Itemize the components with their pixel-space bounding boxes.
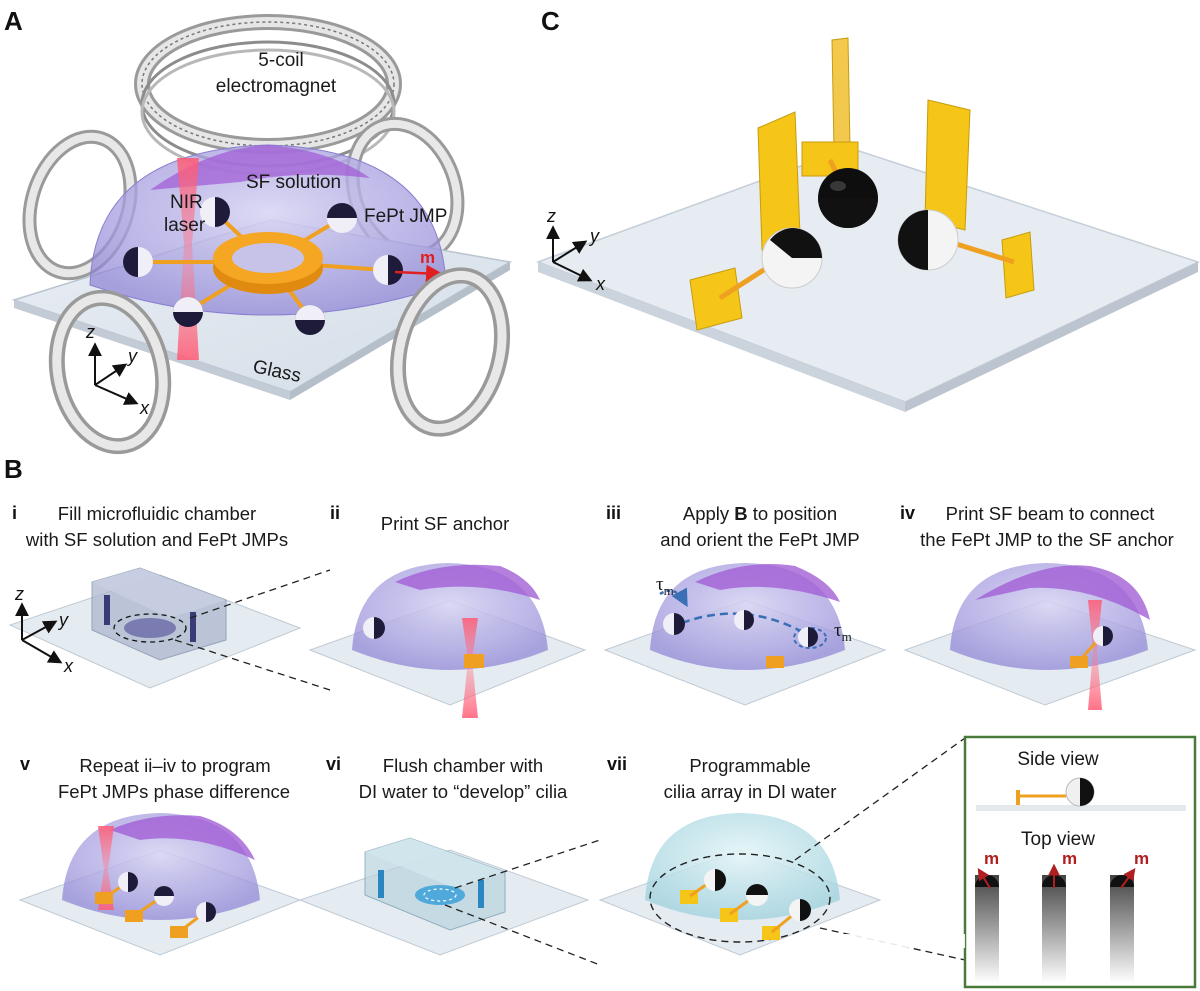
- step-iii-line2: and orient the FePt JMP: [660, 529, 860, 550]
- step-iv-line1: Print SF beam to connect: [946, 503, 1155, 524]
- step-i-line1: Fill microfluidic chamber: [58, 503, 256, 524]
- cilium-right: [897, 99, 1035, 299]
- electromagnet-label-line1: 5-coil: [258, 50, 303, 71]
- m-label-a: m: [420, 248, 435, 267]
- electromagnet-label-line2: electromagnet: [216, 76, 337, 97]
- step-vi-line2: DI water to “develop” cilia: [359, 781, 568, 802]
- sf-solution-dome: [89, 144, 447, 316]
- step-iii-numeral: iii: [606, 503, 621, 523]
- step-iv-scene: [903, 563, 1197, 710]
- step-iii-scene: [603, 563, 887, 706]
- m-label-inset-1: m: [984, 849, 999, 868]
- cilium-center: [801, 37, 878, 228]
- panel-a-letter: A: [4, 6, 23, 36]
- right-front-coil: [389, 267, 511, 437]
- panel-a: A 5-coil electromagnet: [4, 6, 513, 455]
- panel-b-letter: B: [4, 454, 23, 484]
- step-iv-line2: the FePt JMP to the SF anchor: [920, 529, 1174, 550]
- step-i-chamber: [8, 567, 331, 691]
- left-front-coil: [48, 289, 172, 455]
- magnetization-arrow: [394, 264, 444, 283]
- m-label-inset-2: m: [1062, 849, 1077, 868]
- step-i-numeral: i: [12, 503, 17, 523]
- axis-y-a: y: [126, 346, 138, 366]
- fept-jmp-particles: [123, 197, 403, 335]
- panel-b: B i Fill microfluidic chamber with SF so…: [4, 454, 1197, 989]
- axes-c: [546, 225, 593, 282]
- side-view-label: Side view: [1017, 749, 1099, 770]
- axes-b: [15, 602, 63, 664]
- step-v-line2: FePt JMPs phase difference: [58, 781, 290, 802]
- axis-y-c: y: [588, 226, 600, 246]
- torque-label-2: τm: [834, 620, 852, 644]
- nir-label-line1: NIR: [170, 192, 203, 213]
- axis-z-a: z: [85, 322, 95, 342]
- step-iv-numeral: iv: [900, 503, 915, 523]
- axis-y-b: y: [57, 610, 69, 630]
- step-ii-line1: Print SF anchor: [381, 513, 510, 534]
- torque-label-1: τm: [656, 574, 674, 598]
- step-vii-line1: Programmable: [689, 755, 810, 776]
- axis-x-a: x: [139, 398, 150, 418]
- m-label-inset-3: m: [1134, 849, 1149, 868]
- cilium-left: [689, 111, 823, 331]
- step-vii-scene: [598, 737, 966, 961]
- axis-z-c: z: [546, 206, 556, 226]
- axis-x-b: x: [63, 656, 74, 676]
- sf-solution-label: SF solution: [246, 172, 341, 193]
- top-view-label: Top view: [1021, 829, 1095, 850]
- axes-a: [88, 342, 139, 405]
- axis-z-b: z: [14, 584, 24, 604]
- step-vi-numeral: vi: [326, 754, 341, 774]
- step-vi-scene: [298, 837, 601, 966]
- step-ii-numeral: ii: [330, 503, 340, 523]
- step-vi-line1: Flush chamber with: [383, 755, 543, 776]
- step-v-numeral: v: [20, 754, 30, 774]
- step-iii-line1: Apply B to position: [683, 503, 837, 524]
- step-vii-numeral: vii: [607, 754, 627, 774]
- fept-jmp-label: FePt JMP: [364, 206, 447, 227]
- step-v-scene: [18, 813, 302, 956]
- panel-c: C: [535, 6, 1200, 412]
- nir-label-line2: laser: [164, 215, 206, 236]
- sf-anchor-ring: [140, 210, 386, 320]
- step-v-line1: Repeat ii–iv to program: [79, 755, 270, 776]
- axis-x-c: x: [595, 274, 606, 294]
- panel-c-letter: C: [541, 6, 560, 36]
- step-i-line2: with SF solution and FePt JMPs: [25, 529, 288, 550]
- step-vii-line2: cilia array in DI water: [664, 781, 837, 802]
- view-inset: [830, 735, 1197, 989]
- step-ii-scene: [308, 563, 587, 718]
